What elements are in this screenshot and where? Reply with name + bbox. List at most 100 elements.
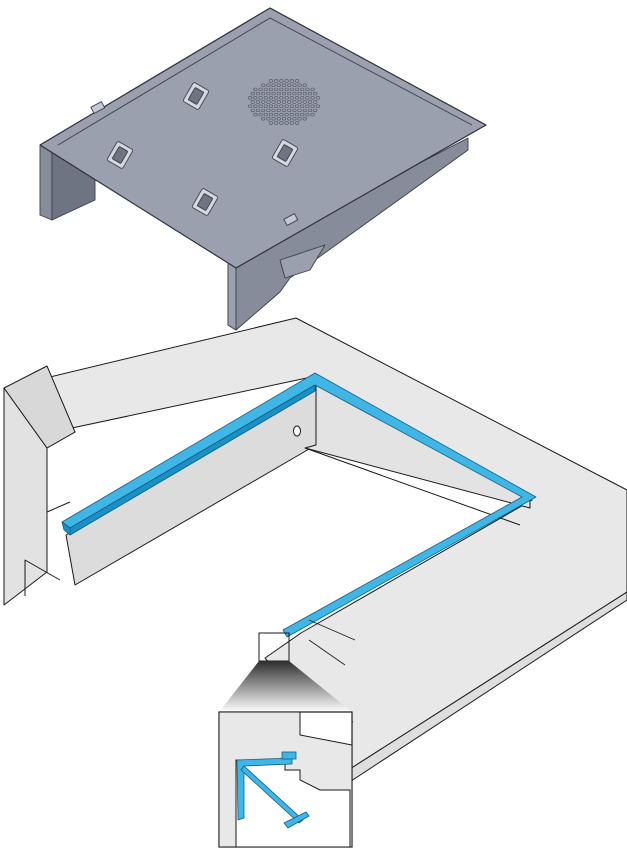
vent-hole — [279, 104, 284, 108]
lid-right-bracket — [279, 244, 326, 279]
vent-hole — [281, 91, 287, 96]
inset-seal-nub — [281, 751, 297, 760]
vent-hole — [276, 108, 281, 113]
vent-hole — [289, 112, 294, 117]
vent-hole — [258, 104, 263, 108]
handle-3 — [271, 139, 299, 167]
vent-hole — [274, 96, 279, 100]
vent-hole — [294, 96, 300, 100]
frame-assembly — [3, 317, 627, 786]
callout-cone — [219, 661, 352, 712]
vent-hole — [279, 79, 284, 83]
recessed-handle-icon — [106, 82, 299, 216]
vent-hole — [261, 91, 266, 96]
vent-hole — [302, 117, 307, 121]
vent-hole — [305, 87, 310, 92]
vent-hole — [292, 91, 297, 96]
hinge-clip-left — [90, 101, 106, 114]
detail-callout — [218, 632, 353, 848]
vent-hole — [255, 100, 261, 104]
vent-hole — [315, 104, 320, 108]
vent-hole — [294, 104, 300, 108]
frame-inner-line-a — [304, 447, 521, 526]
vent-hole — [287, 91, 292, 96]
vent-hole — [310, 112, 315, 117]
vent-hole — [271, 108, 276, 113]
vent-hole — [268, 87, 274, 92]
vent-hole — [279, 121, 284, 125]
vent-hole — [297, 91, 302, 96]
vent-hole — [289, 79, 294, 83]
vent-hole — [302, 83, 307, 87]
vent-hole — [287, 100, 292, 104]
frame-left-block-side — [3, 365, 76, 449]
vent-hole — [284, 96, 289, 100]
vent-hole — [284, 112, 289, 117]
vent-hole — [297, 117, 302, 121]
vent-hole — [310, 87, 315, 92]
vent-hole — [276, 117, 281, 121]
vent-hole — [266, 100, 271, 104]
vent-hole — [310, 104, 315, 108]
inset-recess — [235, 759, 351, 847]
vent-hole — [271, 91, 276, 96]
vent-hole — [279, 96, 284, 100]
vent-hole — [289, 104, 294, 108]
leader-lines — [308, 619, 356, 666]
vent-hole — [302, 100, 307, 104]
vent-hole — [302, 91, 307, 96]
vent-hole — [253, 112, 258, 117]
handle-2 — [106, 141, 134, 169]
hinge-clip-icon — [90, 101, 299, 226]
vent-hole — [281, 108, 287, 113]
vent-hole — [284, 87, 289, 92]
vent-hole — [250, 91, 255, 96]
vent-hole — [263, 104, 268, 108]
vent-hole — [255, 108, 261, 113]
vent-hole — [287, 108, 292, 113]
vent-hole — [258, 96, 263, 100]
vent-hole — [263, 87, 268, 92]
vent-hole — [292, 108, 297, 113]
vent-hole — [302, 108, 307, 113]
lid-top-plate — [39, 7, 487, 269]
hinge-clip-right — [283, 213, 299, 226]
inset-seal-arm — [240, 765, 304, 824]
vent-hole — [292, 83, 297, 87]
vent-hole — [315, 96, 320, 100]
vent-hole — [284, 121, 289, 125]
frame-left-block-edge — [46, 448, 71, 513]
vent-hole — [279, 87, 284, 92]
vent-hole — [266, 83, 271, 87]
vent-hole — [268, 121, 274, 125]
vent-hole — [268, 112, 274, 117]
lid-front-skirt — [227, 261, 237, 331]
vent-hole — [307, 108, 313, 113]
seal-profile — [61, 372, 537, 638]
callout-inset-content — [219, 712, 352, 847]
vent-hole — [281, 100, 287, 104]
vent-hole — [274, 121, 279, 125]
vent-hole — [284, 79, 289, 83]
vent-hole — [300, 112, 305, 117]
vent-hole — [276, 91, 281, 96]
lid-left-skirt — [39, 144, 53, 221]
vent-hole — [310, 96, 315, 100]
vent-hole — [274, 87, 279, 92]
vent-hole — [313, 91, 318, 96]
vent-hole — [284, 104, 289, 108]
vent-hole — [289, 121, 294, 125]
vent-hole — [281, 117, 287, 121]
vent-hole — [294, 121, 300, 125]
frame-hole — [293, 425, 301, 437]
vent-hole — [261, 83, 266, 87]
vent-hole — [294, 112, 300, 117]
vent-hole — [292, 100, 297, 104]
vent-hole — [305, 112, 310, 117]
lid-assembly — [39, 7, 487, 331]
vent-hole — [281, 83, 287, 87]
vent-hole — [297, 108, 302, 113]
vent-hole — [300, 87, 305, 92]
